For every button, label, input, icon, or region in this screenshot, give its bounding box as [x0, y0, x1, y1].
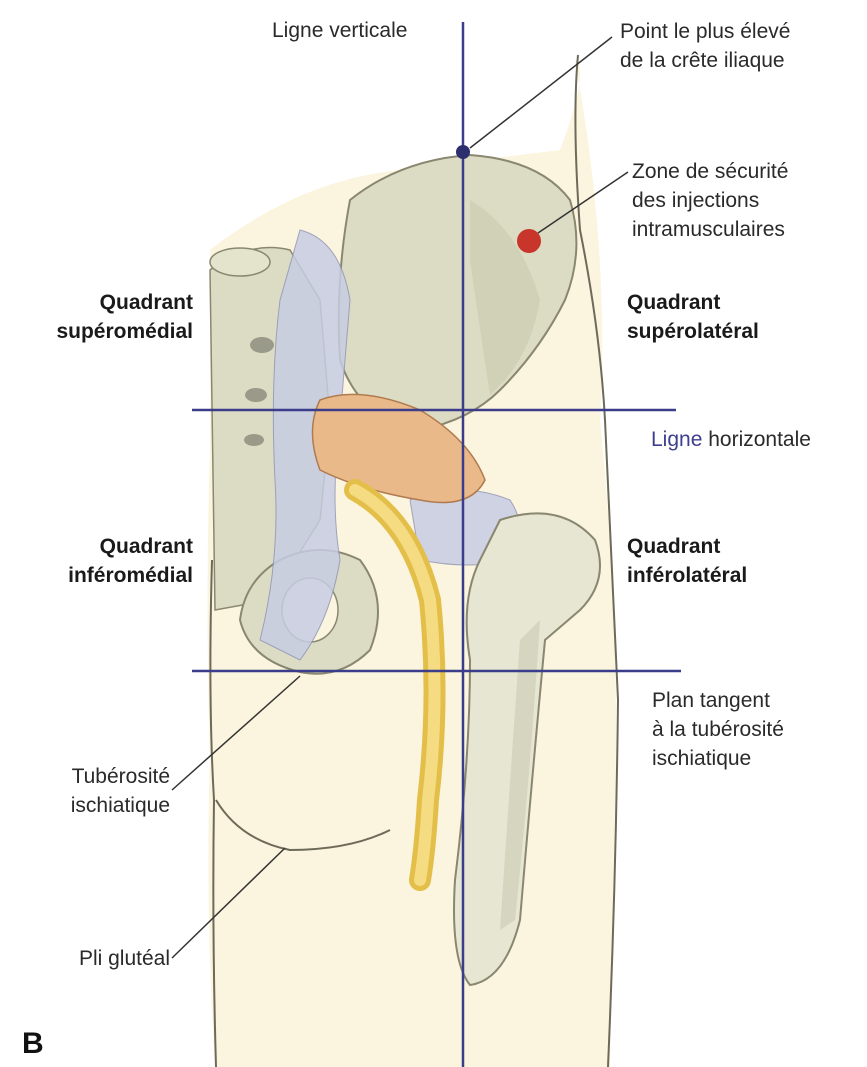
sacral-foramen	[245, 388, 267, 402]
vertebra	[210, 248, 270, 276]
label-horizontal-line-word2: horizontale	[702, 428, 811, 451]
label-highest-point: Point le plus élevé de la crête iliaque	[620, 17, 790, 75]
plate-letter: B	[22, 1027, 44, 1061]
safe-zone-dot	[517, 229, 541, 253]
label-ischial-tuberosity: Tubérosité ischiatique	[10, 762, 170, 820]
label-quadrant-superomedial: Quadrant supéromédial	[10, 288, 193, 346]
highest-point-marker	[456, 145, 470, 159]
label-safe-zone: Zone de sécurité des injections intramus…	[632, 157, 788, 244]
label-horizontal-line-word1: Ligne	[651, 428, 702, 451]
label-quadrant-inferolateral-text: Quadrant inférolatéral	[627, 535, 747, 587]
label-quadrant-inferolateral: Quadrant inférolatéral	[627, 532, 747, 590]
label-vertical-line: Ligne verticale	[272, 16, 407, 45]
label-tangent-plane: Plan tangent à la tubérosité ischiatique	[652, 686, 784, 773]
label-horizontal-line: Ligne horizontale	[651, 425, 811, 454]
label-quadrant-superolateral: Quadrant supérolatéral	[627, 288, 759, 346]
sacral-foramen	[250, 337, 274, 353]
leader-highest-point	[470, 37, 612, 148]
sacral-foramen	[244, 434, 264, 446]
label-quadrant-inferomedial: Quadrant inféromédial	[10, 532, 193, 590]
label-gluteal-fold: Pli glutéal	[10, 944, 170, 973]
